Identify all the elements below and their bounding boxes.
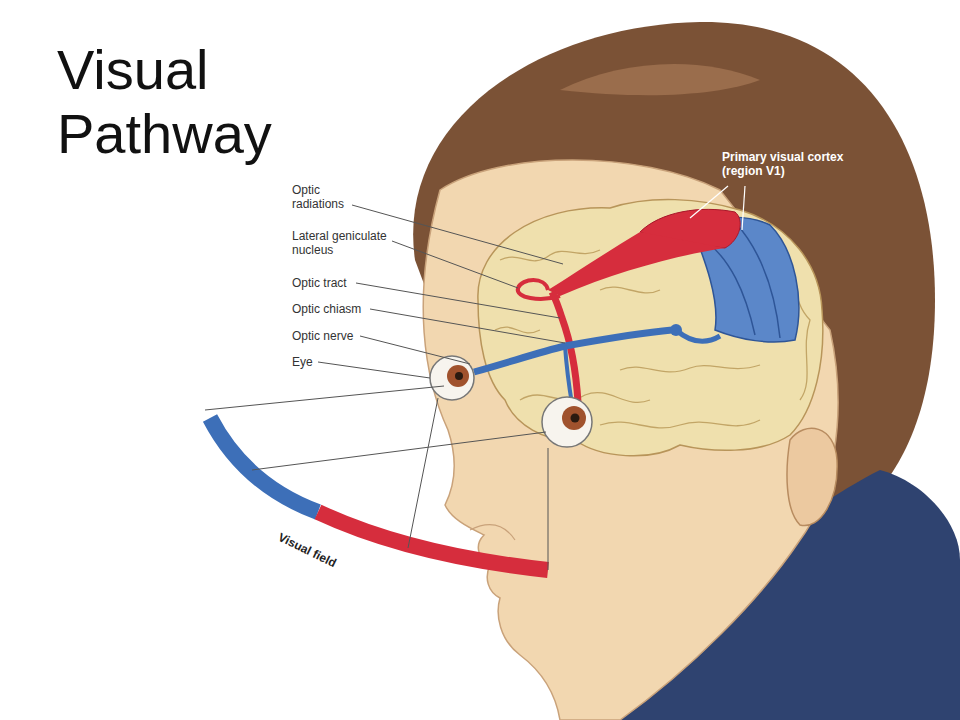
sight-line [548, 448, 549, 570]
visual-field-red [318, 512, 548, 570]
pupil [571, 414, 580, 423]
leader-line [356, 283, 560, 318]
visual-field-blue [210, 418, 318, 512]
part-label: Visual field [276, 530, 339, 570]
sight-line [252, 432, 546, 470]
face-line [470, 525, 515, 540]
part-label: Eye [292, 355, 352, 369]
brain-gyrus [520, 393, 650, 403]
brain-gyrus [500, 250, 600, 261]
sight-line [205, 386, 444, 410]
part-label: Optic tract [292, 276, 382, 290]
pupil [455, 372, 463, 380]
leader-line [690, 186, 728, 218]
optic-radiations-red [548, 232, 725, 296]
leader-line [392, 241, 518, 288]
brain-gyrus [600, 287, 660, 293]
brain-gyrus [620, 365, 760, 372]
cortex-fold [735, 222, 780, 338]
leader-line [318, 362, 430, 378]
eye [542, 397, 592, 447]
part-label: Optic nerve [292, 329, 382, 343]
nasal-fibres-blue [565, 346, 572, 404]
ear [787, 428, 837, 525]
optic-radiations-blue [676, 330, 720, 341]
slide-title: Visual Pathway [57, 38, 297, 167]
leader-line [742, 186, 745, 230]
sight-line [408, 398, 438, 548]
leader-line [370, 309, 565, 343]
leader-line [360, 336, 470, 364]
part-label: Optic radiations [292, 183, 364, 211]
iris [562, 406, 586, 430]
iris [447, 365, 469, 387]
part-label: Primary visual cortex (region V1) [722, 150, 852, 178]
optic-nerve-blue [474, 330, 672, 372]
part-label: Optic chiasm [292, 302, 382, 316]
eye [430, 356, 474, 400]
part-label: Lateral geniculate nucleus [292, 229, 392, 257]
brain-gyrus [600, 420, 760, 428]
brain [478, 200, 823, 456]
cortex-fold [705, 240, 755, 335]
hair-highlight [560, 64, 760, 95]
